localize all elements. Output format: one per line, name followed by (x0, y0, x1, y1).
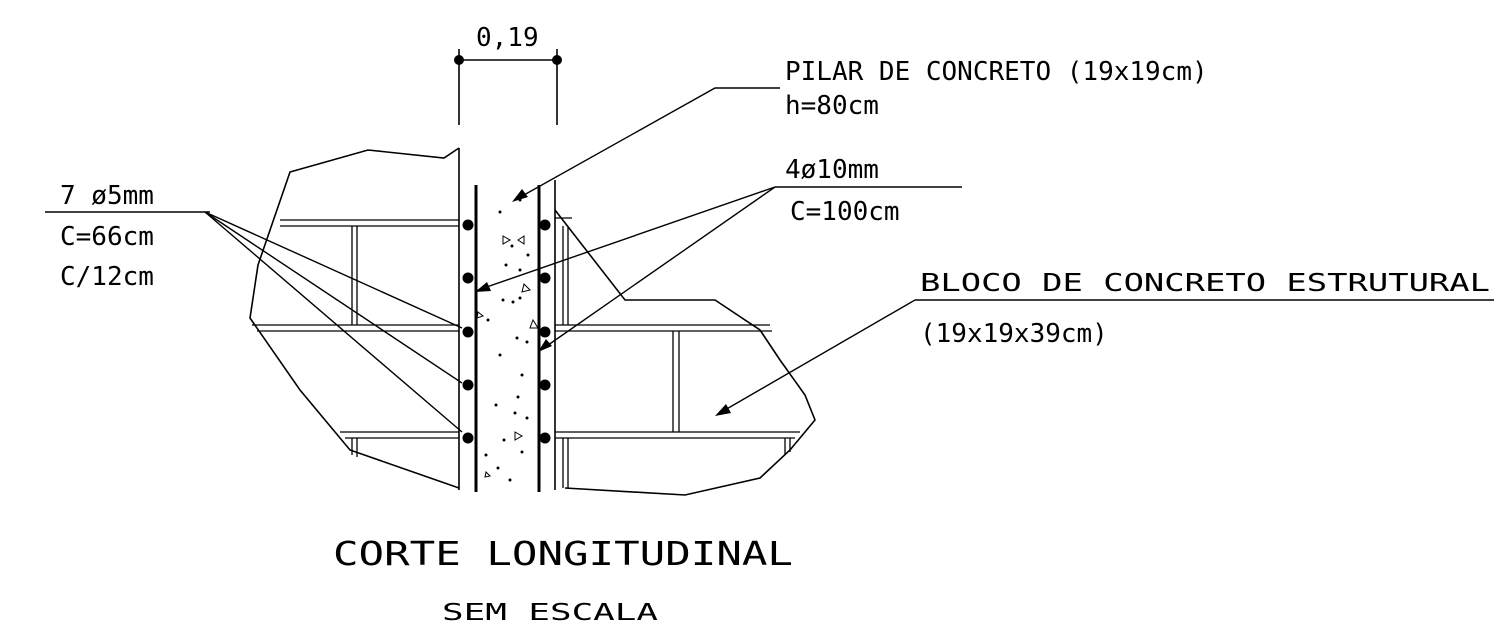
longitudinal-bars-callout-line1: 4ø10mm (785, 155, 879, 185)
stirrups-callout-line3: C/12cm (60, 262, 154, 292)
stirrups-callout-line1: 7 ø5mm (60, 181, 154, 211)
stirrups-callout-line2: C=66cm (60, 222, 154, 252)
dimension-label: 0,19 (476, 23, 539, 53)
leader-stirrup-3 (204, 211, 463, 433)
concrete-pillar (458, 148, 556, 492)
stirrup-dot (539, 432, 551, 444)
leader-longitudinal-bar-1 (477, 186, 776, 291)
stirrup-dot (539, 379, 551, 391)
dimension-tick (552, 55, 562, 65)
arrow-block (715, 404, 731, 416)
arrow-pillar (512, 189, 528, 202)
stirrup-dot (539, 326, 551, 338)
leader-block (717, 299, 916, 415)
drawing-subtitle: SEM ESCALA (442, 600, 658, 626)
stirrup-dot (462, 326, 474, 338)
pillar-callout-line1: PILAR DE CONCRETO (19x19cm) (785, 57, 1208, 87)
leader-longitudinal-bar-2 (540, 186, 776, 351)
arrow-longitudinal-bar-2 (538, 339, 552, 352)
stirrup-dot (539, 272, 551, 284)
leader-stirrup-2 (204, 211, 463, 384)
leader-lines (45, 87, 1494, 433)
longitudinal-bars-callout-line2: C=100cm (790, 197, 900, 227)
pillar-callout-line2: h=80cm (785, 91, 879, 121)
wall-outline-left (249, 147, 460, 489)
arrow-longitudinal-bar-1 (475, 282, 491, 292)
drawing-title: CORTE LONGITUDINAL (333, 534, 793, 573)
block-callout-line1: BLOCO DE CONCRETO ESTRUTURAL (920, 268, 1490, 297)
wall-outline-right (554, 209, 816, 496)
brick-courses (252, 217, 800, 488)
stirrup-dot (462, 379, 474, 391)
stirrup-dots (462, 219, 551, 444)
masonry-wall (249, 147, 816, 496)
concrete-hatch (476, 198, 539, 482)
stirrup-dot (462, 219, 474, 231)
stirrup-dot (462, 272, 474, 284)
dimension-width (454, 49, 562, 125)
leader-pillar (514, 87, 780, 201)
dimension-tick (454, 55, 464, 65)
stirrup-dot (539, 219, 551, 231)
leader-stirrup-1 (204, 211, 463, 329)
arrowheads (475, 189, 731, 416)
block-callout-line2: (19x19x39cm) (920, 319, 1108, 349)
stirrup-dot (462, 432, 474, 444)
